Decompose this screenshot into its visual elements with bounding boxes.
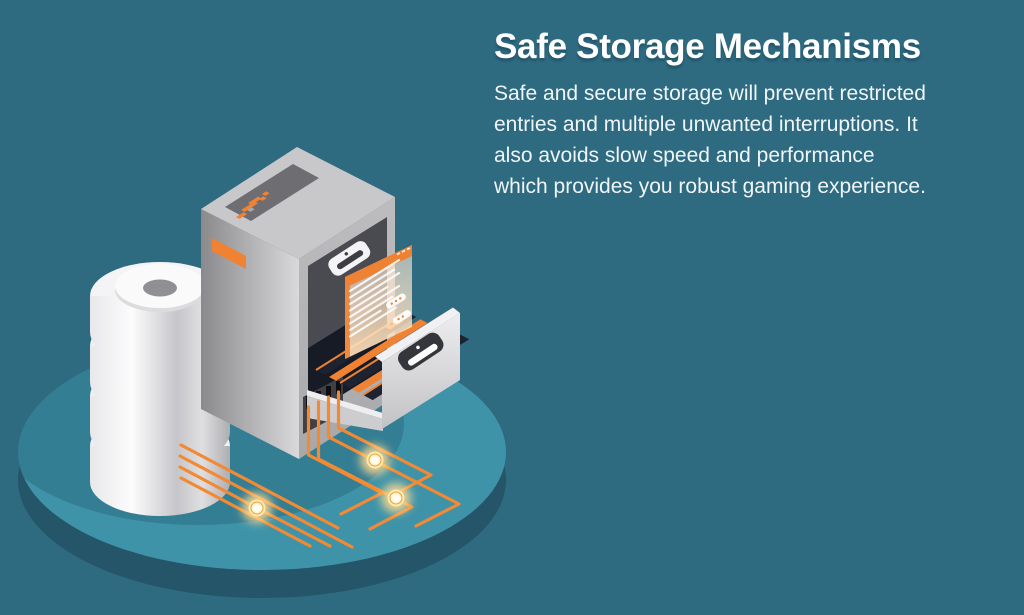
cabinet-top-face [201,147,395,259]
description-paragraph: Safe and secure storage will prevent res… [494,78,1006,202]
document-button [392,310,412,324]
document-header [345,245,412,288]
top-label-panel [225,164,319,221]
drawer-rim [375,307,460,362]
description-line: entries and multiple unwanted interrupti… [494,113,918,136]
file-cabinet-icon [201,147,470,459]
side-accent-stripe [212,238,246,269]
spindle-hole [143,279,177,297]
drawer-side-face [307,396,383,431]
drawer-side-top [307,390,383,419]
glow-node [242,493,272,523]
page-title: Safe Storage Mechanisms [494,27,921,66]
cabinet-left-face [201,209,299,459]
glow-node [381,483,411,513]
document-text-lines [348,258,401,338]
description-line: Safe and secure storage will prevent res… [494,82,926,105]
header-window-dots [396,247,411,256]
document-button [386,293,406,309]
text-block: Safe Storage Mechanisms Safe and secure … [494,26,1006,202]
document-left-edge [345,274,350,359]
file-folder [329,319,428,381]
glow-node [360,445,390,475]
description-line: also avoids slow speed and performance [494,144,875,167]
circuit-wires-cabinet [306,390,461,531]
drawer-handle [328,241,371,276]
description-line: which provides you robust gaming experie… [494,175,926,198]
drawer-handle [398,332,444,371]
open-drawer [307,245,470,431]
document-icon [345,245,412,359]
